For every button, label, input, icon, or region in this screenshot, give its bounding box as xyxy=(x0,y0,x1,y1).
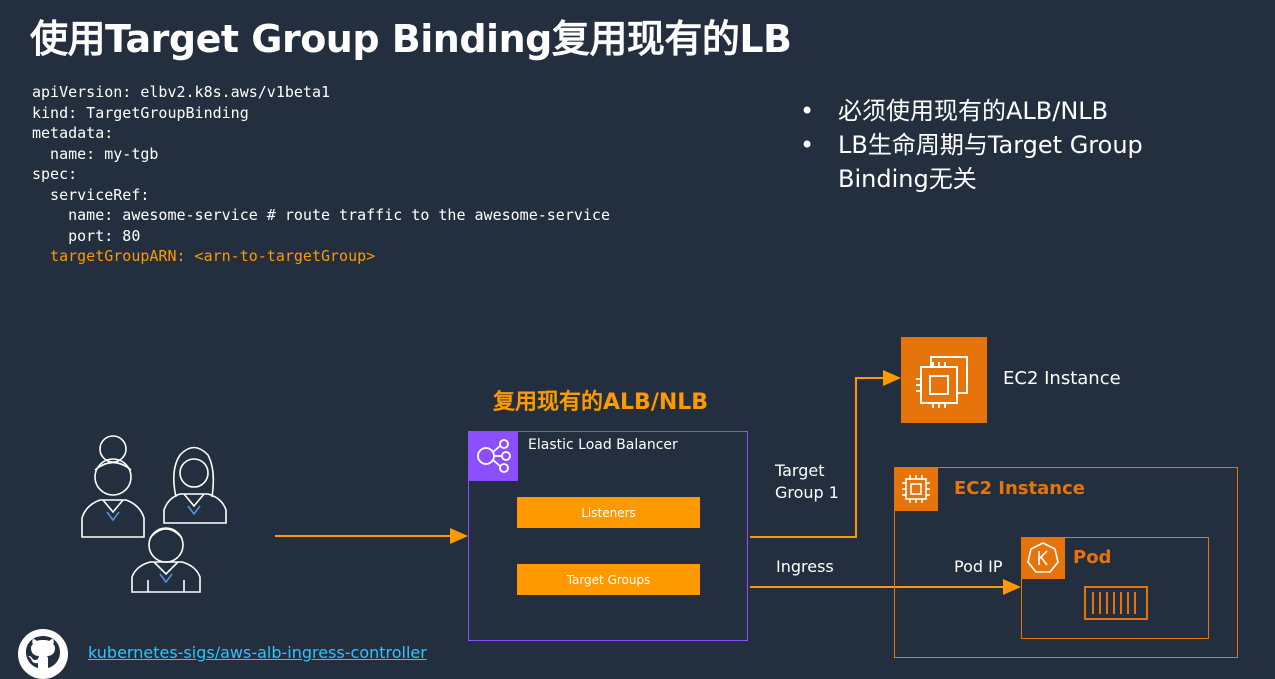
bullet-item: • LB生命周期与Target Group Binding无关 xyxy=(800,128,1168,196)
ec2-instance-container xyxy=(894,467,1238,658)
target-group-edge-label: Target Group 1 xyxy=(775,461,839,502)
pod-ip-edge-label: Pod IP xyxy=(954,557,1003,576)
code-line: metadata: xyxy=(32,124,114,142)
code-line: apiVersion: elbv2.k8s.aws/v1beta1 xyxy=(32,83,331,101)
code-line: serviceRef: xyxy=(32,185,150,204)
code-line: port: 80 xyxy=(32,226,141,245)
listeners-block: Listeners xyxy=(517,497,700,528)
github-repo-link[interactable]: kubernetes-sigs/aws-alb-ingress-controll… xyxy=(88,643,427,662)
bullet-list: • 必须使用现有的ALB/NLB • LB生命周期与Target Group B… xyxy=(800,94,1168,196)
yaml-code-block: apiVersion: elbv2.k8s.aws/v1beta1 kind: … xyxy=(32,82,610,267)
code-line: name: awesome-service # route traffic to… xyxy=(32,206,610,224)
code-line: kind: TargetGroupBinding xyxy=(32,103,249,122)
pod-container xyxy=(1021,537,1209,639)
bullet-marker: • xyxy=(800,97,815,125)
elb-container xyxy=(468,431,748,641)
bullet-marker: • xyxy=(800,131,815,159)
target-group-arrow xyxy=(750,370,901,538)
slide-title: 使用Target Group Binding复用现有的LB xyxy=(30,17,792,61)
alb-caption: 复用现有的ALB/NLB xyxy=(493,390,709,415)
bullet-text: 必须使用现有的ALB/NLB xyxy=(838,97,1109,125)
code-line: name: my-tgb xyxy=(32,144,159,163)
ec2-top-label: EC2 Instance xyxy=(1003,368,1121,389)
ingress-edge-label: Ingress xyxy=(776,557,834,576)
pod-label: Pod xyxy=(1073,547,1112,568)
code-line-highlighted: targetGroupARN: <arn-to-targetGroup> xyxy=(32,247,376,265)
bullet-item: • 必须使用现有的ALB/NLB xyxy=(800,94,1168,128)
bullet-text: LB生命周期与Target Group Binding无关 xyxy=(838,131,1143,193)
ec2-instance-label: EC2 Instance xyxy=(954,478,1085,499)
code-line: spec: xyxy=(32,165,78,183)
ec2-chip-icon xyxy=(894,467,938,511)
elb-label: Elastic Load Balancer xyxy=(528,437,678,453)
elb-icon xyxy=(468,431,518,481)
kubernetes-icon xyxy=(1021,537,1065,579)
ec2-chip-icon xyxy=(901,337,987,423)
target-groups-block: Target Groups xyxy=(517,564,700,595)
